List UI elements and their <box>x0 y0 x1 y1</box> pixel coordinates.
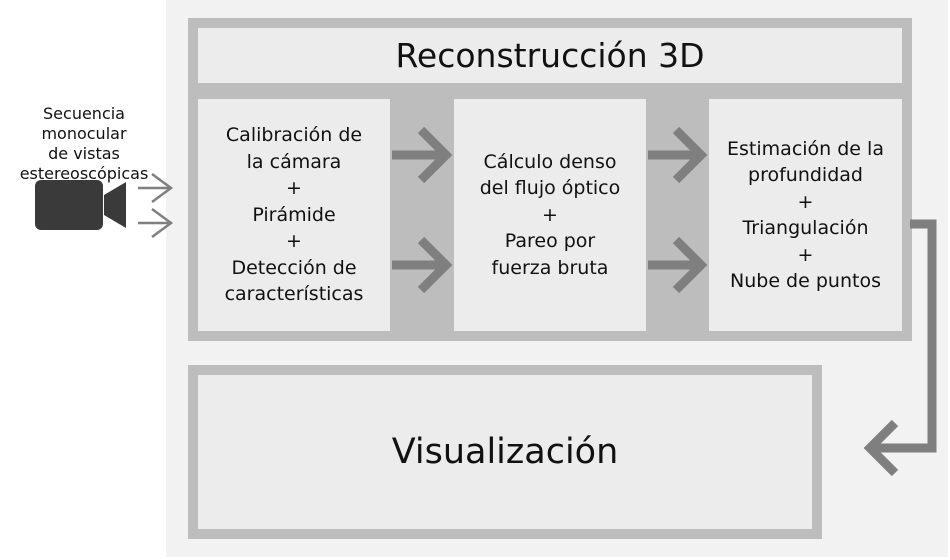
step-line: Calibración de <box>225 124 363 147</box>
step-line: Pirámide <box>252 203 336 226</box>
step-line: + <box>286 230 302 253</box>
step-line: Cálculo denso <box>483 150 617 173</box>
step-line: + <box>797 190 814 213</box>
step-line: Detección de <box>231 256 357 279</box>
step-line: Nube de puntos <box>730 270 881 292</box>
arrow-step1-to-step2-top-icon <box>392 126 453 184</box>
arrow-step1-to-step2-bottom-icon <box>392 236 453 294</box>
step-line: Triangulación <box>742 217 869 239</box>
input-caption: Secuencia monocular de vistas estereoscó… <box>0 104 168 184</box>
step-line: Estimación de la <box>727 137 884 160</box>
arrow-to-visualization-icon <box>863 219 937 477</box>
input-arrow-bottom-icon <box>138 207 174 239</box>
caption-line: Secuencia monocular <box>41 104 127 143</box>
arrow-step2-to-step3-top-icon <box>648 126 708 184</box>
input-arrow-top-icon <box>138 172 174 204</box>
step-depth-estimation: Estimación de la profundidad + Triangula… <box>709 99 902 331</box>
step-line: características <box>224 283 364 306</box>
visualization-title: Visualización <box>198 375 812 529</box>
video-camera-icon <box>35 180 126 230</box>
step-line: fuerza bruta <box>491 256 609 279</box>
step-line: + <box>542 203 558 226</box>
step-line: + <box>797 243 814 266</box>
reconstruction-title: Reconstrucción 3D <box>198 28 902 83</box>
step-line: + <box>286 177 302 200</box>
step-line: profundidad <box>748 164 863 186</box>
step-line: del flujo óptico <box>479 177 621 200</box>
step-optical-flow: Cálculo denso del flujo óptico + Pareo p… <box>454 99 646 331</box>
caption-line: estereoscópicas <box>19 164 149 183</box>
arrow-step2-to-step3-bottom-icon <box>648 236 708 294</box>
caption-line: de vistas <box>48 144 120 163</box>
step-line: Pareo por <box>504 230 596 253</box>
step-calibration: Calibración de la cámara + Pirámide + De… <box>198 99 390 331</box>
step-line: la cámara <box>246 150 342 173</box>
